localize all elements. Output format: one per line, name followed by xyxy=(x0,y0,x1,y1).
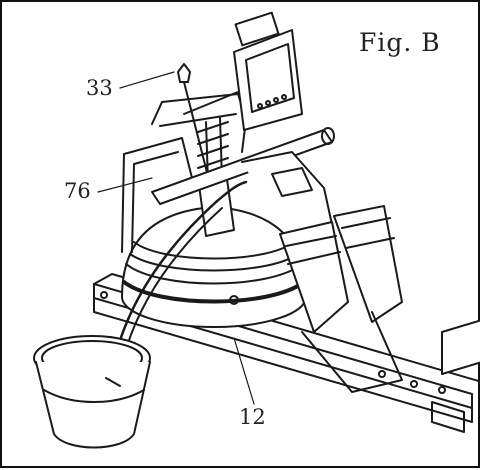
handle-bar xyxy=(151,127,335,205)
bucket xyxy=(33,335,151,449)
callout-12: 12 xyxy=(239,405,266,429)
siphon-hose xyxy=(108,180,248,384)
callout-33: 33 xyxy=(86,76,113,100)
figure-title: Fig. B xyxy=(359,28,441,57)
callout-76: 76 xyxy=(64,179,91,203)
water-tank xyxy=(121,206,307,328)
footrest xyxy=(241,151,403,393)
monitor xyxy=(183,11,303,131)
leader-lines xyxy=(97,71,255,405)
